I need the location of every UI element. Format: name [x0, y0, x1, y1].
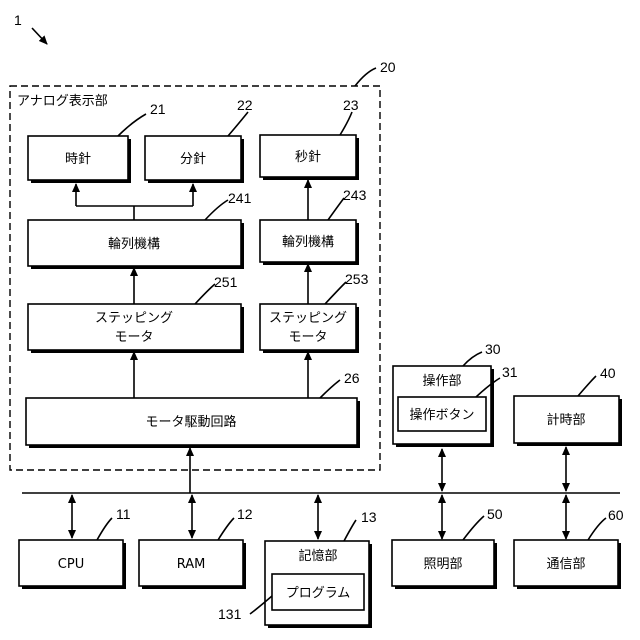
gear-train-1-label: 輪列機構: [108, 236, 160, 252]
operation-button-ref: 31: [502, 364, 518, 380]
program-label: プログラム: [286, 586, 351, 601]
communication-ref: 60: [608, 507, 624, 523]
motor-drive-circuit-label: モータ駆動回路: [145, 414, 236, 430]
operation-button-label: 操作ボタン: [409, 407, 474, 423]
cpu-ref: 11: [116, 506, 131, 522]
hour-hand-ref: 21: [150, 101, 166, 117]
stepping-motor-2-line1: ステッピング: [269, 311, 347, 326]
operation-unit-ref-leader: [463, 352, 482, 366]
timer-unit-label: 計時部: [546, 412, 585, 428]
figure-number-arrow: [32, 28, 47, 44]
stepping-motor-2-ref-leader: [325, 282, 346, 304]
minute-hand-ref-leader: [228, 112, 248, 136]
gear-train-1-ref-leader: [205, 200, 228, 220]
hour-hand-label: 時針: [65, 152, 91, 167]
lighting-ref-leader: [463, 516, 484, 540]
storage-ref: 13: [361, 509, 377, 525]
hour-hand-ref-leader: [118, 114, 146, 136]
gear-train-2-ref: 243: [343, 187, 367, 203]
minute-hand-label: 分針: [180, 152, 206, 167]
operation-unit-label: 操作部: [422, 373, 461, 389]
stepping-motor-1-line1: ステッピング: [95, 311, 173, 326]
cpu-ref-leader: [97, 518, 112, 540]
stepping-motor-1-line2: モータ: [114, 330, 153, 345]
timer-unit-ref: 40: [600, 365, 616, 381]
stepping-motor-1-ref-leader: [195, 284, 215, 304]
figure-number: 1: [14, 12, 22, 28]
second-hand-ref-leader: [340, 112, 352, 135]
stepping-motor-2-ref: 253: [345, 271, 369, 287]
second-hand-ref: 23: [343, 97, 359, 113]
storage-label: 記憶部: [298, 548, 337, 564]
stepping-motor-1-ref: 251: [214, 274, 238, 290]
ram-ref: 12: [237, 506, 253, 522]
stepping-motor-2-line2: モータ: [288, 330, 327, 345]
communication-ref-leader: [588, 518, 606, 540]
ram-ref-leader: [218, 518, 234, 540]
minute-hand-ref: 22: [237, 97, 253, 113]
motor-drive-circuit-ref-leader: [320, 380, 340, 398]
cpu-label: CPU: [58, 557, 84, 572]
analog-display-ref-leader: [355, 68, 376, 86]
operation-unit-ref: 30: [485, 341, 501, 357]
lighting-label: 照明部: [423, 557, 462, 572]
timer-unit-ref-leader: [578, 376, 596, 396]
ram-label: RAM: [177, 557, 206, 572]
analog-display-title: アナログ表示部: [17, 94, 108, 109]
gear-train-2-ref-leader: [328, 198, 344, 220]
program-ref: 131: [218, 606, 242, 622]
gear-train-1-ref: 241: [228, 190, 252, 206]
storage-ref-leader: [344, 520, 356, 541]
lighting-ref: 50: [487, 506, 503, 522]
communication-label: 通信部: [546, 557, 585, 572]
gear-train-2-label: 輪列機構: [282, 234, 334, 250]
second-hand-label: 秒針: [295, 150, 321, 165]
analog-display-ref: 20: [380, 59, 396, 75]
motor-drive-circuit-ref: 26: [344, 370, 360, 386]
